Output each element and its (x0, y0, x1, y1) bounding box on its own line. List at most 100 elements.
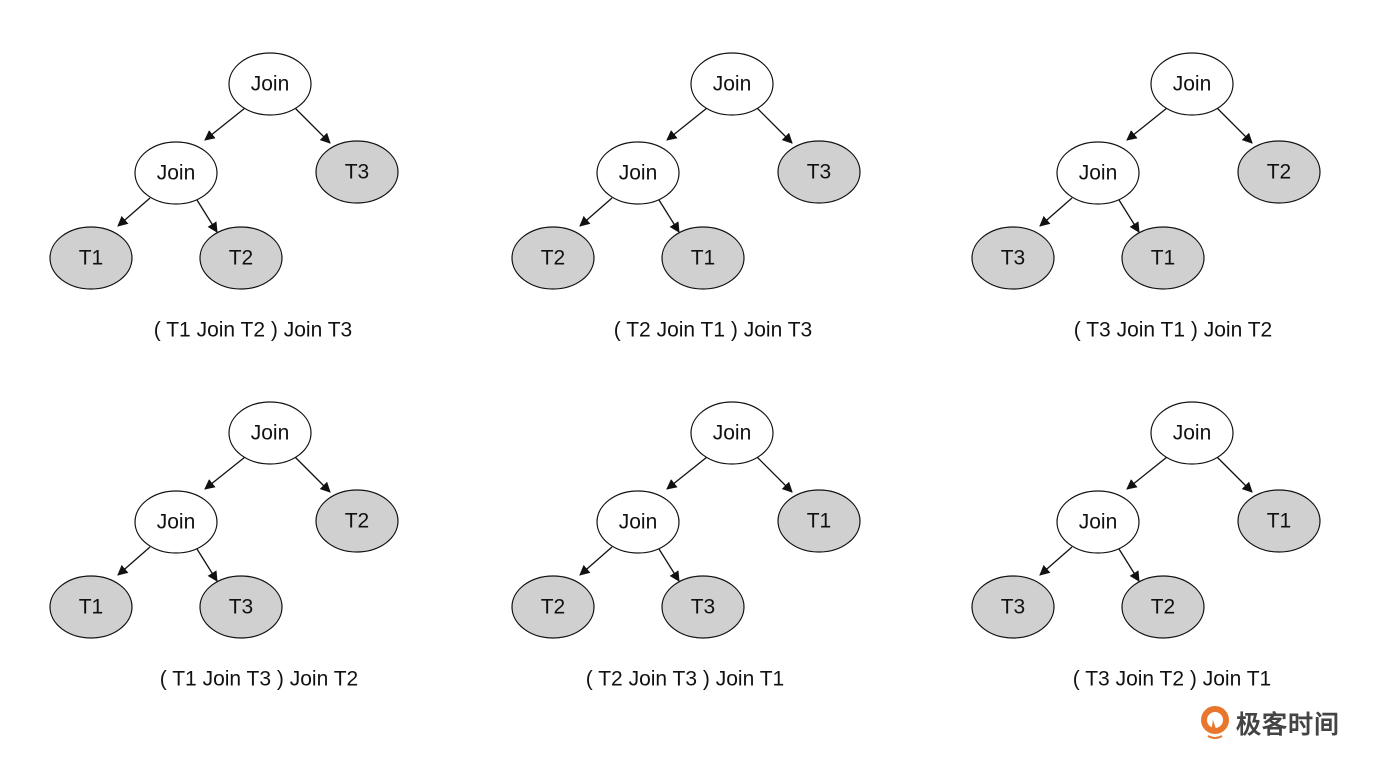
node-ellipse (199, 226, 283, 290)
node-label: T2 (1151, 596, 1176, 619)
logo-text: 极客时间 (1236, 711, 1341, 739)
join-node-inner: Join (134, 141, 218, 205)
node-label: T3 (345, 161, 370, 184)
edge-arrow (1039, 197, 1073, 227)
edge-arrow (1118, 548, 1140, 582)
edge-arrow (658, 199, 680, 233)
node-label: Join (157, 511, 196, 534)
node-label: T1 (691, 247, 716, 270)
edge-arrow (1039, 546, 1073, 576)
edge-arrow (196, 548, 218, 582)
join-node-inner: Join (1056, 490, 1140, 554)
node-ellipse (134, 490, 218, 554)
edge-arrow (1126, 456, 1168, 490)
node-label: T1 (1267, 510, 1292, 533)
node-ellipse (315, 489, 399, 553)
edge-arrow (196, 199, 218, 233)
node-label: T1 (1151, 247, 1176, 270)
node-ellipse (1237, 140, 1321, 204)
node-label: T1 (807, 510, 832, 533)
edge-arrow (294, 456, 331, 493)
node-label: T1 (79, 247, 104, 270)
node-ellipse (661, 575, 745, 639)
edge-arrow (117, 197, 151, 227)
join-node-root: Join (1150, 52, 1234, 116)
table-node-left-left: T1 (49, 575, 133, 639)
edge-arrow (579, 197, 613, 227)
join-node-inner: Join (134, 490, 218, 554)
node-label: Join (619, 511, 658, 534)
node-label: Join (1173, 73, 1212, 96)
edge-arrow (756, 456, 793, 493)
geektime-logo-icon (1201, 706, 1229, 739)
join-node-inner: Join (1056, 141, 1140, 205)
table-node-right: T3 (777, 140, 861, 204)
tree-caption: ( T2 Join T3 ) Join T1 (586, 668, 784, 691)
geektime-logo: 极客时间 (1200, 705, 1340, 741)
node-ellipse (596, 490, 680, 554)
node-ellipse (1150, 401, 1234, 465)
edge-arrow (204, 107, 246, 141)
node-ellipse (690, 401, 774, 465)
edge-arrow (666, 456, 708, 490)
node-ellipse (1056, 490, 1140, 554)
node-ellipse (1237, 489, 1321, 553)
node-label: Join (1173, 422, 1212, 445)
node-ellipse (690, 52, 774, 116)
node-label: T2 (345, 510, 370, 533)
join-node-root: Join (690, 401, 774, 465)
edge-arrow (579, 546, 613, 576)
node-label: T3 (1001, 596, 1026, 619)
node-label: Join (619, 162, 658, 185)
table-node-left-left: T2 (511, 226, 595, 290)
node-ellipse (511, 226, 595, 290)
node-ellipse (1056, 141, 1140, 205)
node-ellipse (971, 575, 1055, 639)
edge-arrow (117, 546, 151, 576)
edge-arrow (658, 548, 680, 582)
node-ellipse (777, 489, 861, 553)
edge-arrow (204, 456, 246, 490)
node-ellipse (596, 141, 680, 205)
node-label: T3 (691, 596, 716, 619)
node-ellipse (49, 575, 133, 639)
join-node-root: Join (228, 52, 312, 116)
join-node-inner: Join (596, 141, 680, 205)
join-node-root: Join (1150, 401, 1234, 465)
node-ellipse (315, 140, 399, 204)
table-node-left-left: T1 (49, 226, 133, 290)
tree-caption: ( T3 Join T2 ) Join T1 (1073, 668, 1271, 691)
table-node-left-right: T3 (199, 575, 283, 639)
node-ellipse (1150, 52, 1234, 116)
node-label: Join (251, 73, 290, 96)
table-node-right: T1 (777, 489, 861, 553)
join-node-inner: Join (596, 490, 680, 554)
node-ellipse (199, 575, 283, 639)
node-label: T1 (79, 596, 104, 619)
tree-caption: ( T1 Join T2 ) Join T3 (154, 319, 352, 342)
table-node-right: T3 (315, 140, 399, 204)
node-ellipse (777, 140, 861, 204)
node-label: T3 (229, 596, 254, 619)
table-node-left-left: T3 (971, 226, 1055, 290)
node-ellipse (511, 575, 595, 639)
table-node-left-right: T3 (661, 575, 745, 639)
edge-arrow (756, 107, 793, 144)
node-ellipse (49, 226, 133, 290)
edge-arrow (666, 107, 708, 141)
table-node-right: T2 (315, 489, 399, 553)
table-node-left-right: T2 (1121, 575, 1205, 639)
node-ellipse (661, 226, 745, 290)
node-label: T2 (1267, 161, 1292, 184)
table-node-left-right: T1 (661, 226, 745, 290)
node-label: Join (251, 422, 290, 445)
node-label: T2 (541, 596, 566, 619)
node-ellipse (971, 226, 1055, 290)
